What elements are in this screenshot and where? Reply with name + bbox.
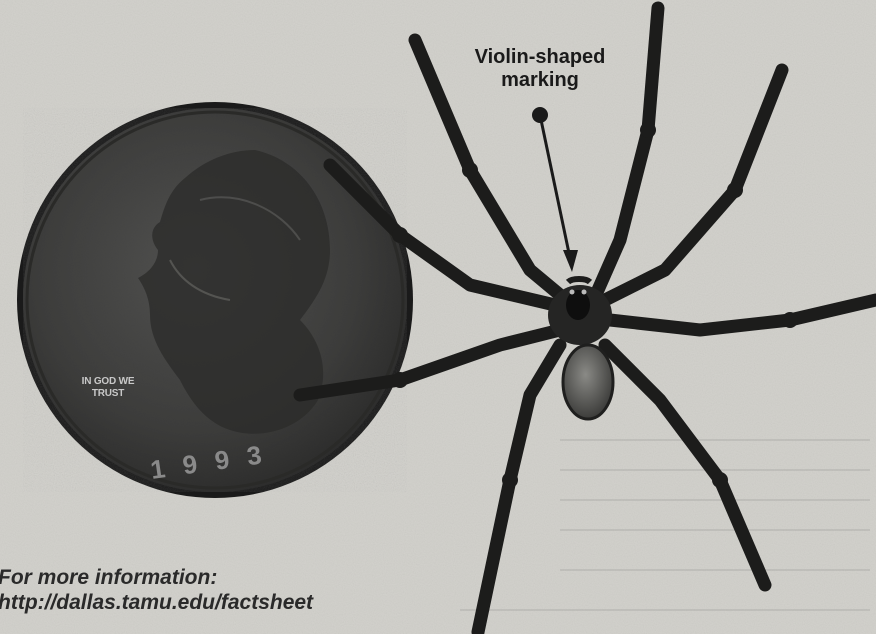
coin-motto: IN GOD WE TRUST <box>52 376 164 400</box>
coin-motto-line2: TRUST <box>52 388 164 400</box>
coin <box>17 102 413 498</box>
violin-marking <box>566 290 590 320</box>
more-info-line: For more information: <box>0 565 313 590</box>
more-info-caption: For more information: http://dallas.tamu… <box>0 565 313 615</box>
violin-label-line2: marking <box>430 69 650 92</box>
violin-marking-label: Violin-shaped marking <box>430 46 650 92</box>
more-info-url: http://dallas.tamu.edu/factsheet <box>0 590 313 615</box>
coin-motto-line1: IN GOD WE <box>52 376 164 388</box>
violin-label-line1: Violin-shaped <box>430 46 650 69</box>
